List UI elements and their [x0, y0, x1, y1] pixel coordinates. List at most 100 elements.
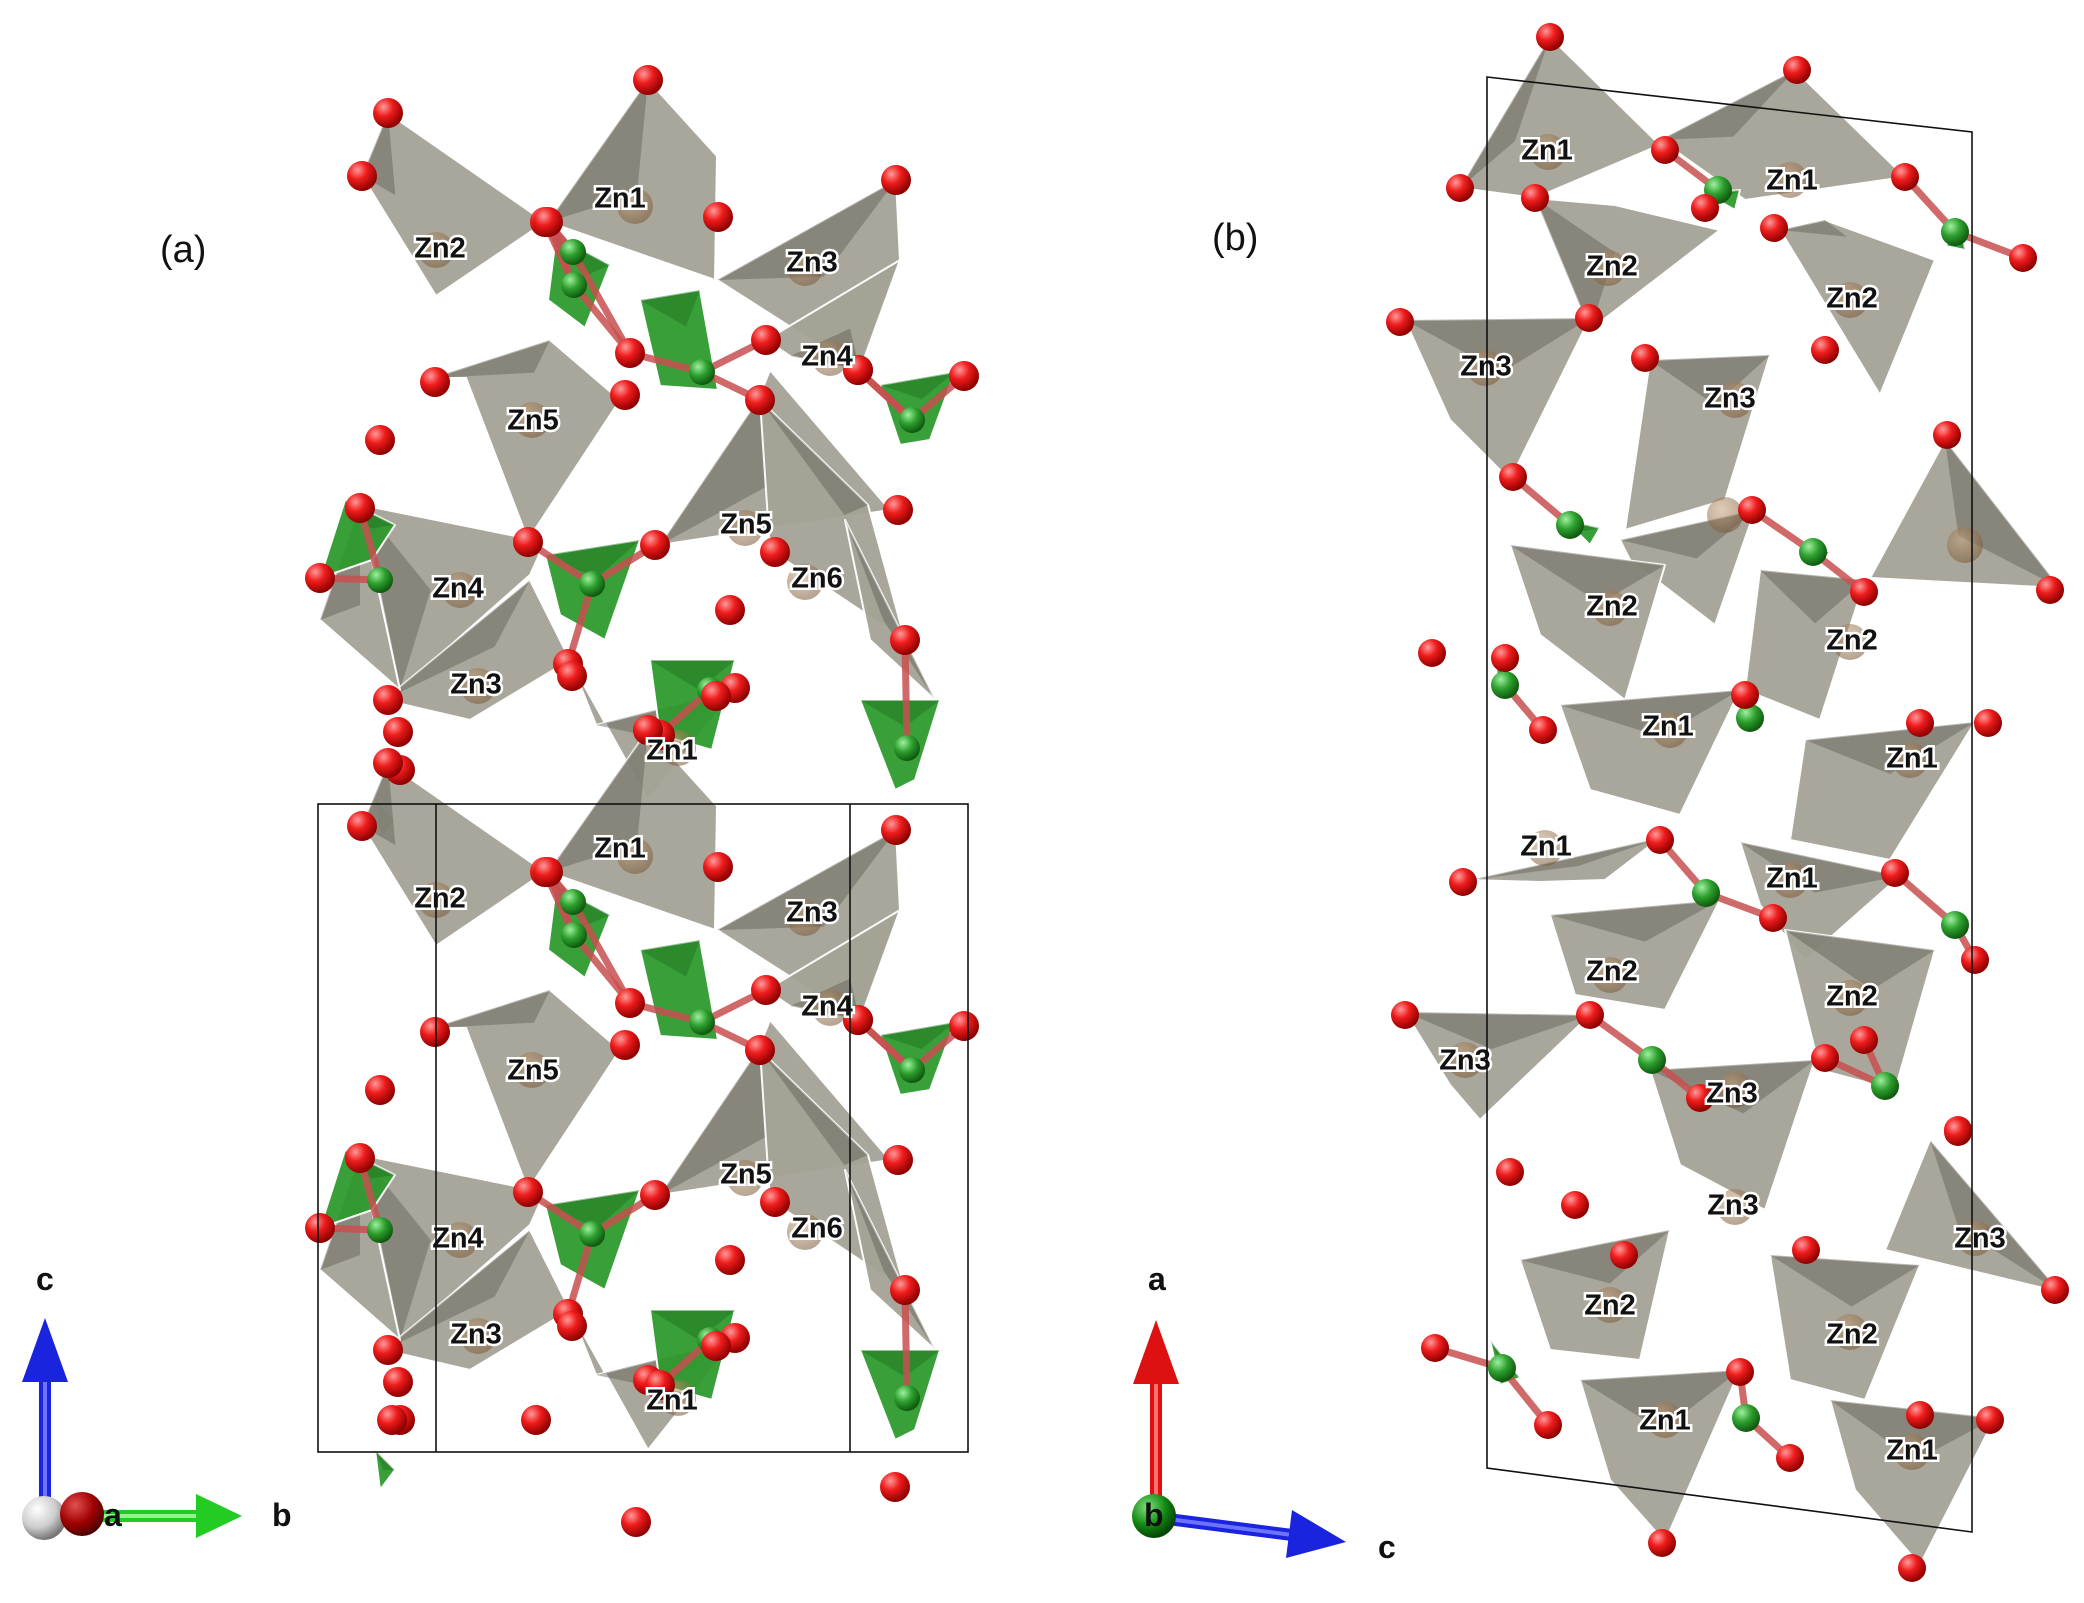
polyhedron-shade-face	[640, 290, 700, 327]
zn-atom-label: Zn2	[1586, 956, 1638, 988]
polyhedron-shade-face	[1805, 722, 1975, 774]
axis-label-b: b	[272, 1497, 292, 1533]
zn-atom-label: Zn3	[1704, 383, 1756, 415]
oxygen-atom	[373, 685, 403, 715]
oxygen-atom	[533, 857, 563, 887]
oxygen-atom	[615, 988, 645, 1018]
polyhedron-shade-face	[1770, 1255, 1920, 1307]
oxygen-atom	[305, 563, 335, 593]
zn-atom-label: Zn1	[1766, 863, 1818, 895]
zn-atom-label: Zn6	[791, 1213, 843, 1245]
oxygen-atom	[701, 681, 731, 711]
oxygen-atom	[1499, 463, 1527, 491]
oxygen-atom	[1386, 308, 1414, 336]
zn-atom-label: Zn5	[507, 405, 559, 437]
polyhedron-shade-face	[760, 400, 868, 515]
polyhedron-shade-face	[1405, 1012, 1590, 1049]
zn-atom	[787, 250, 823, 286]
axis-label-c-b: c	[1378, 1529, 1396, 1565]
polyhedron-shade-face	[1535, 198, 1615, 330]
polyhedron-shade-face	[362, 505, 431, 690]
green-atom	[899, 407, 925, 433]
oxygen-atom	[1731, 681, 1759, 709]
zn-atom-label: Zn2	[1586, 251, 1638, 283]
zn-atom-label: Zn1	[1642, 711, 1694, 743]
zn-atom	[1527, 830, 1563, 866]
zn-polyhedron	[1469, 837, 1661, 883]
polyhedron-shade-face	[760, 1050, 868, 1165]
oxygen-atom	[373, 748, 403, 778]
zn-atom-label: Zn4	[432, 1223, 484, 1255]
polyhedron-shade-face	[1760, 570, 1865, 624]
oxygen-atom	[1726, 1358, 1754, 1386]
green-atom	[689, 359, 715, 385]
zn-atom-label: Zn3	[450, 1319, 502, 1351]
green-atom	[367, 567, 393, 593]
zn-atom-label: Zn1	[646, 735, 698, 767]
oxygen-atom	[1974, 709, 2002, 737]
panel-b-atom-labels: Zn1Zn1Zn2Zn2Zn3Zn3Zn3Zn2Zn2Zn1Zn1Zn1Zn1Z…	[1437, 132, 2009, 1469]
oxygen-atom	[345, 1143, 375, 1173]
zn-atom-label: Zn2	[1826, 981, 1878, 1013]
green-atom	[894, 1385, 920, 1411]
polyhedron-shade-face	[1580, 1370, 1740, 1431]
zn-polyhedron	[1404, 1011, 1591, 1121]
c-axis-arrow-b	[1159, 1510, 1346, 1558]
oxygen-atom	[1561, 1191, 1589, 1219]
oxygen-atom	[610, 1030, 640, 1060]
zn-atom	[1530, 134, 1566, 170]
zn-atom-label: Zn5	[720, 509, 772, 541]
zn-atom-label: Zn4	[432, 573, 484, 605]
polyhedron-shade-face	[1650, 355, 1770, 405]
zn-atom	[1892, 742, 1928, 778]
oxygen-atom	[883, 1145, 913, 1175]
oxygen-atom	[347, 811, 377, 841]
zn-polyhedron	[361, 112, 546, 297]
oxygen-atom	[521, 1405, 551, 1435]
oxygen-atom	[345, 493, 375, 523]
oxygen-atom	[633, 715, 663, 745]
green-atom	[1941, 911, 1969, 939]
oxygen-atom	[751, 325, 781, 355]
zn-atom-label: Zn3	[786, 247, 838, 279]
zn-atom	[442, 572, 478, 608]
oxygen-atom	[1449, 868, 1477, 896]
zn-atom	[1447, 1042, 1483, 1078]
oxygen-atom	[760, 1187, 790, 1217]
zn-atom-label: Zn5	[507, 1055, 559, 1087]
panel-b-atoms	[1386, 23, 2069, 1582]
zn-atom-label: Zn1	[646, 1385, 698, 1417]
oxygen-atom	[1646, 826, 1674, 854]
zn-polyhedron	[1534, 197, 1721, 331]
oxygen-atom	[2041, 1276, 2069, 1304]
zn-atom	[442, 1222, 478, 1258]
zn-atom	[1832, 1314, 1868, 1350]
green-atom	[1488, 1354, 1516, 1382]
zn-atom	[1592, 957, 1628, 993]
polyhedron-shade-face	[845, 520, 935, 700]
zn-atom-label: Zn2	[1584, 1290, 1636, 1322]
polyhedron-shade-face	[660, 400, 770, 545]
oxygen-atom	[703, 852, 733, 882]
a-axis-ball-back	[22, 1496, 66, 1540]
green-atom	[899, 1057, 925, 1083]
green-atom	[367, 1217, 393, 1243]
zn-polyhedron	[1744, 569, 1866, 721]
green-atom	[689, 1009, 715, 1035]
oxygen-atom	[1906, 709, 1934, 737]
zn-atom	[1592, 1287, 1628, 1323]
zn-atom-label: Zn3	[1439, 1045, 1491, 1077]
green-tetrahedron	[374, 1449, 396, 1491]
oxygen-atom	[715, 1245, 745, 1275]
zn-atom-label: Zn4	[801, 991, 853, 1023]
zn-atom	[812, 990, 848, 1026]
zn-atom-label: Zn2	[1826, 625, 1878, 657]
axis-label-c: c	[36, 1261, 54, 1297]
polyhedron-shade-face	[717, 830, 896, 930]
zn-atom	[514, 1052, 550, 1088]
zn-atom	[787, 900, 823, 936]
green-atom	[561, 272, 587, 298]
zn-atom	[1652, 712, 1688, 748]
panel-a-unit-cell	[317, 803, 969, 1453]
